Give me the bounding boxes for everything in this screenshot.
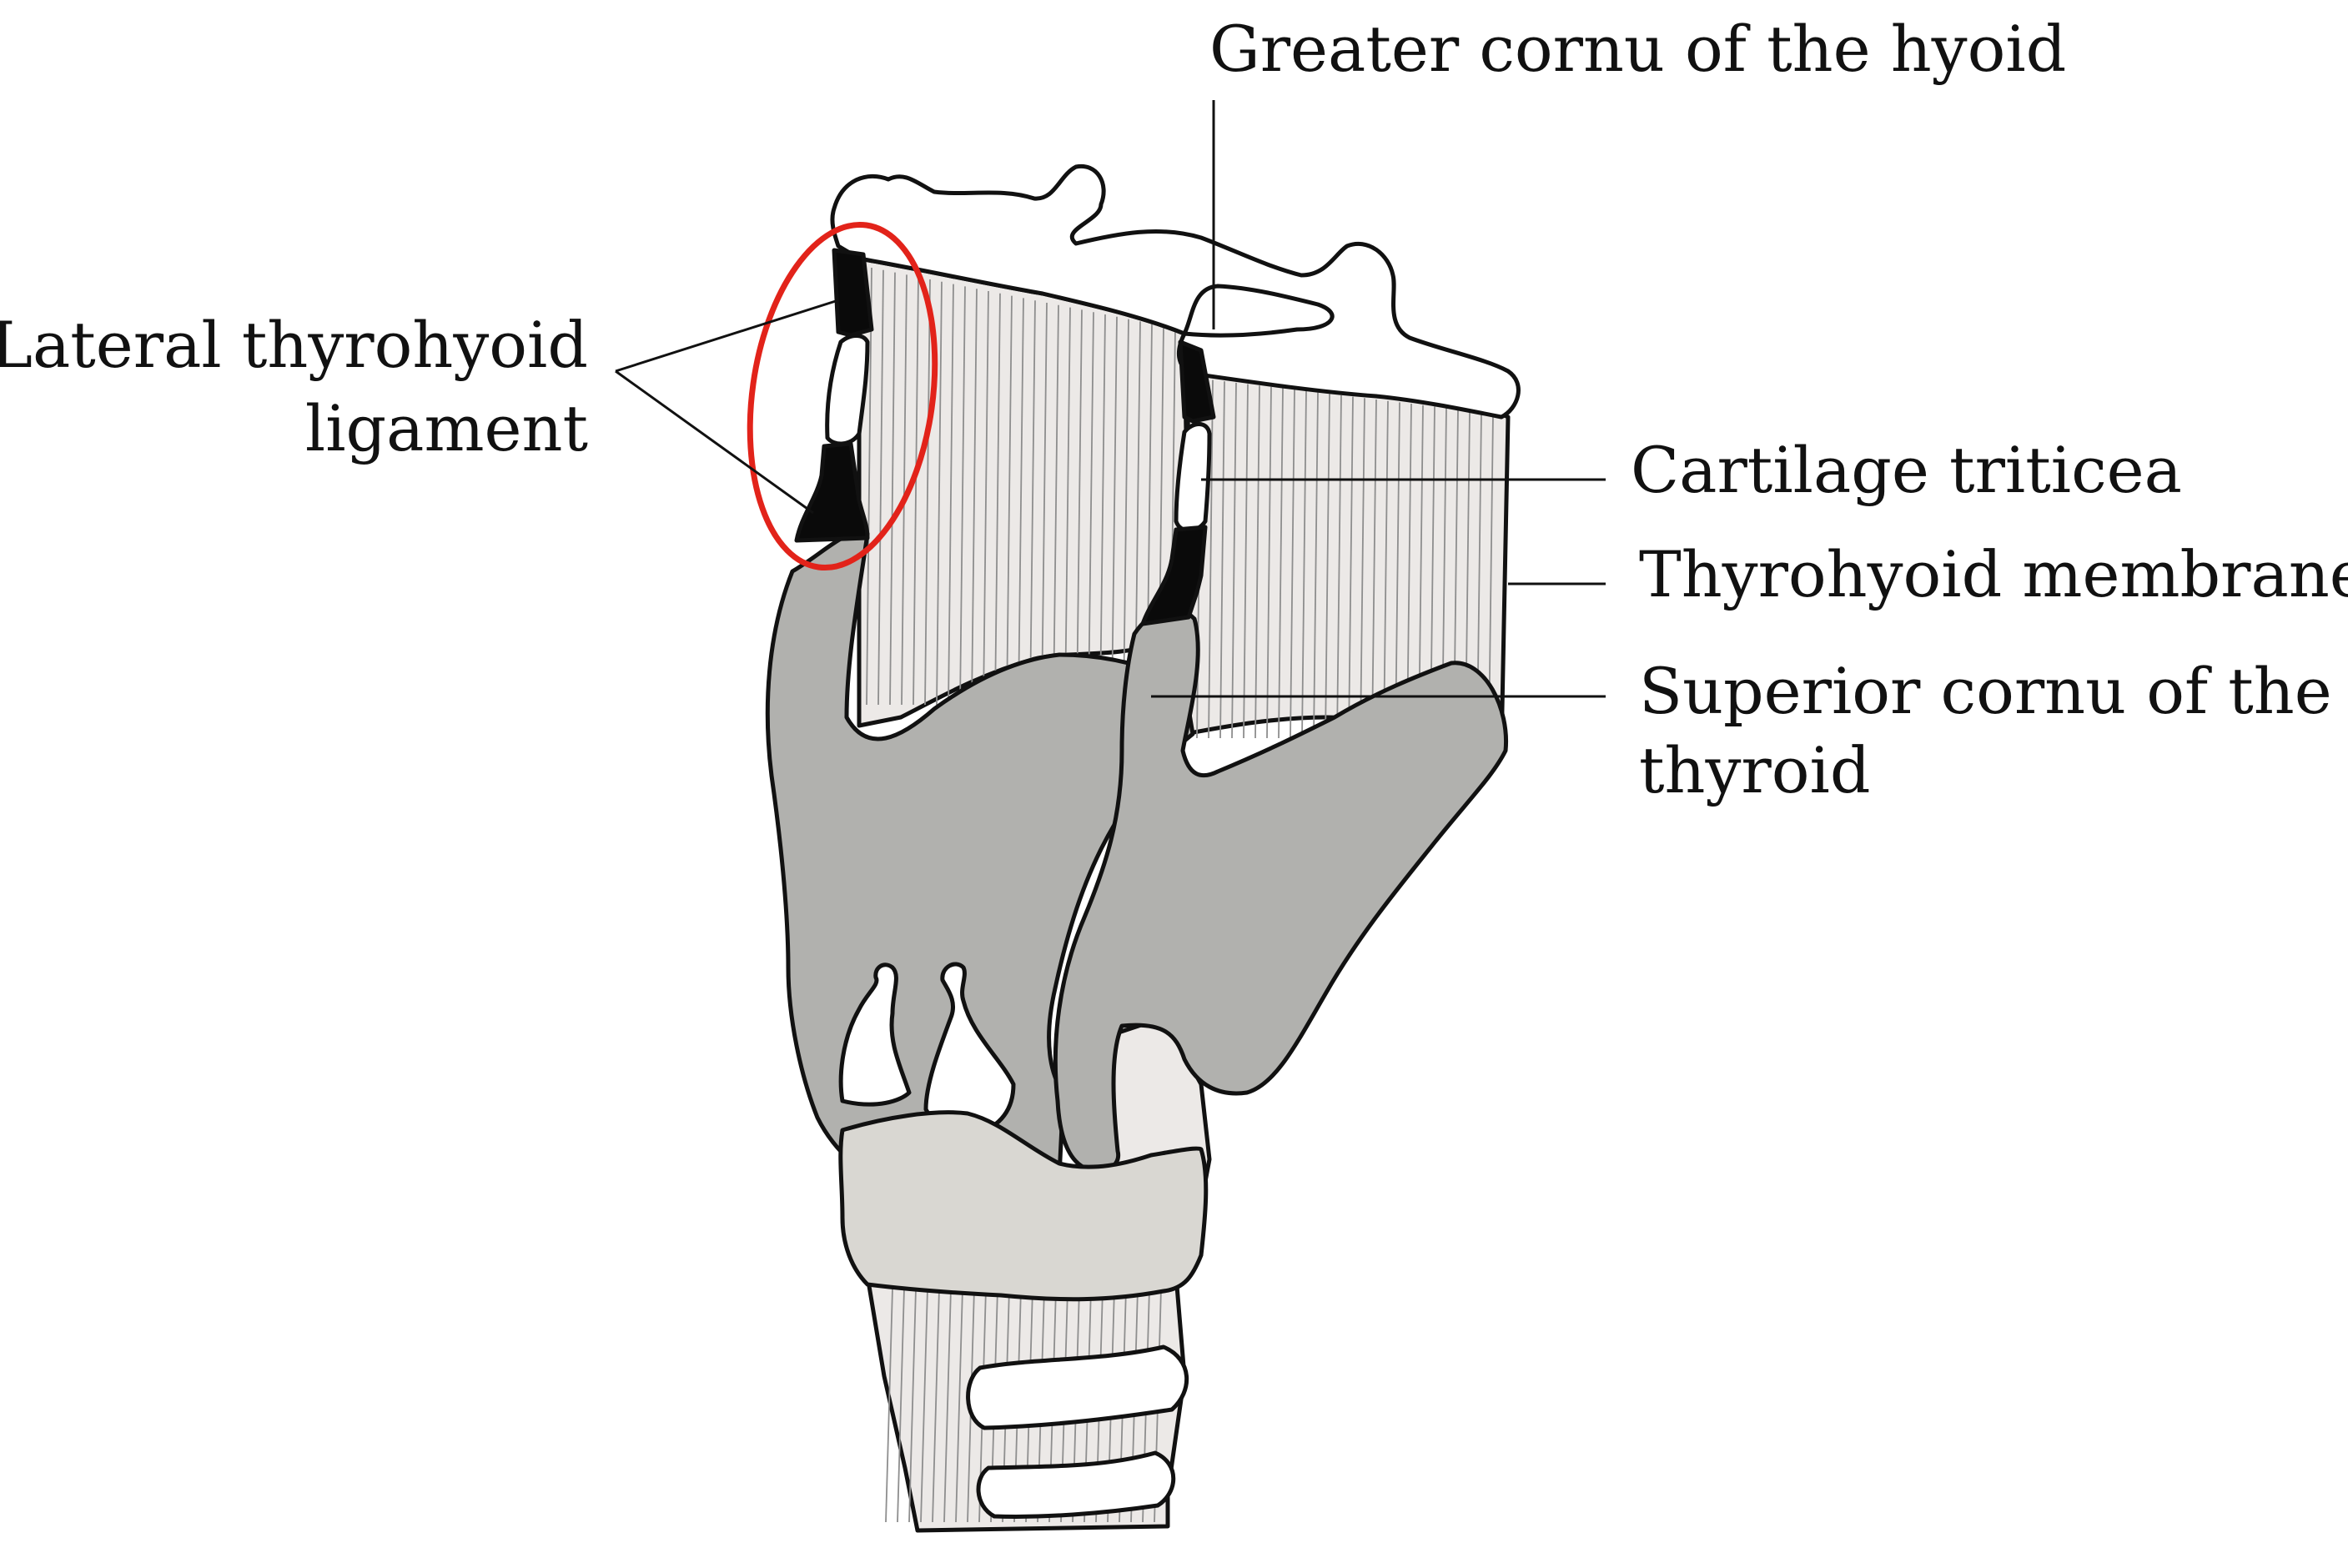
arytenoid-left xyxy=(838,962,912,1107)
trachea-fiber xyxy=(920,1288,928,1523)
cricoid-cartilage xyxy=(838,1110,1209,1302)
membrane-fiber xyxy=(1208,379,1214,739)
membrane-fiber xyxy=(913,277,919,706)
label-greater-cornu: Greater cornu of the hyoid xyxy=(1209,12,2066,86)
membrane-fiber xyxy=(994,293,1001,706)
membrane-fiber xyxy=(1301,390,1307,739)
membrane-fiber xyxy=(1088,312,1094,706)
membrane-fiber xyxy=(1266,386,1272,739)
leader-lateral-ligament-top xyxy=(615,299,839,373)
membrane-fiber xyxy=(1278,388,1284,739)
hyoid-greater-cornu xyxy=(830,163,1521,420)
trachea-fiber xyxy=(897,1288,905,1523)
membrane-fiber xyxy=(1243,384,1249,739)
hyoid-bone xyxy=(830,163,1521,420)
membrane-fiber xyxy=(901,274,908,706)
membrane-fiber xyxy=(1053,304,1059,706)
membrane-fiber xyxy=(936,281,943,706)
membrane-fiber xyxy=(1029,300,1036,706)
highlight-circle xyxy=(747,221,938,571)
membrane-fiber xyxy=(971,289,978,706)
membrane-fiber xyxy=(1006,295,1013,706)
membrane-fiber xyxy=(1219,381,1225,739)
label-thyrohyoid-membrane: Thyrohyoid membrane xyxy=(1639,537,2348,611)
membrane-fiber xyxy=(1290,389,1295,739)
membrane-fiber xyxy=(866,267,872,706)
leader-lines xyxy=(615,100,1606,698)
trachea-fiber xyxy=(908,1288,917,1523)
label-superior-cornu-line1: Superior cornu of the xyxy=(1639,654,2332,728)
lateral-thyrohyoid-ligament-left xyxy=(794,248,874,543)
label-cartilage-triticea: Cartilage triticea xyxy=(1631,433,2182,507)
cartilage-triticea-right xyxy=(1174,422,1212,533)
membrane-fiber xyxy=(1111,316,1118,706)
membrane-fiber xyxy=(1076,309,1083,706)
membrane-fiber xyxy=(1395,402,1400,739)
membrane-fiber xyxy=(1325,394,1330,739)
tracheal-ring-lower xyxy=(976,1450,1176,1519)
ligament-left-top xyxy=(832,248,874,338)
membrane-fiber xyxy=(1313,392,1319,739)
cartilage-triticea-left xyxy=(825,334,870,446)
membrane-fiber xyxy=(1383,400,1389,739)
label-lateral-ligament-line2: ligament xyxy=(305,391,588,465)
membrane-fiber xyxy=(1348,396,1354,739)
ligament-right-bottom xyxy=(1140,525,1208,626)
membrane-fiber xyxy=(1018,298,1024,706)
thyrohyoid-membrane xyxy=(857,256,1511,753)
trachea xyxy=(865,1274,1189,1533)
membrane-fiber xyxy=(1360,398,1365,739)
membrane-fiber xyxy=(1254,385,1260,739)
leader-lateral-ligament-bottom xyxy=(615,369,814,515)
membrane-fiber xyxy=(1123,319,1129,706)
tracheal-ring-upper xyxy=(966,1344,1189,1430)
membrane-fiber xyxy=(889,272,896,706)
label-lateral-ligament-line1: Lateral thyrohyoid xyxy=(0,308,588,382)
membrane-fiber xyxy=(1064,307,1071,706)
trachea-fiber xyxy=(955,1288,963,1523)
membrane-fiber xyxy=(959,286,966,706)
lateral-thyrohyoid-ligament-right xyxy=(1140,339,1216,626)
ligament-right-top xyxy=(1178,339,1216,424)
membrane-fiber xyxy=(948,284,954,706)
membrane-fiber xyxy=(924,279,931,706)
trachea-fiber xyxy=(943,1288,952,1523)
trachea-fiber xyxy=(932,1288,940,1523)
trachea-fiber xyxy=(885,1288,893,1523)
ligament-left-bottom xyxy=(794,441,870,543)
labels: Greater cornu of the hyoid Lateral thyro… xyxy=(0,12,2348,807)
membrane-fiber xyxy=(877,269,884,706)
thyroid-lamina-right xyxy=(1053,606,1509,1173)
label-superior-cornu-line2: thyroid xyxy=(1639,733,1870,807)
membrane-fiber xyxy=(983,290,989,706)
membrane-fiber xyxy=(1099,314,1106,706)
membrane-fibers xyxy=(866,267,1494,739)
membrane-fiber xyxy=(1041,302,1048,706)
membrane-fiber xyxy=(1231,382,1237,739)
membrane-fiber xyxy=(1371,399,1377,739)
membrane-fiber xyxy=(1336,395,1342,739)
